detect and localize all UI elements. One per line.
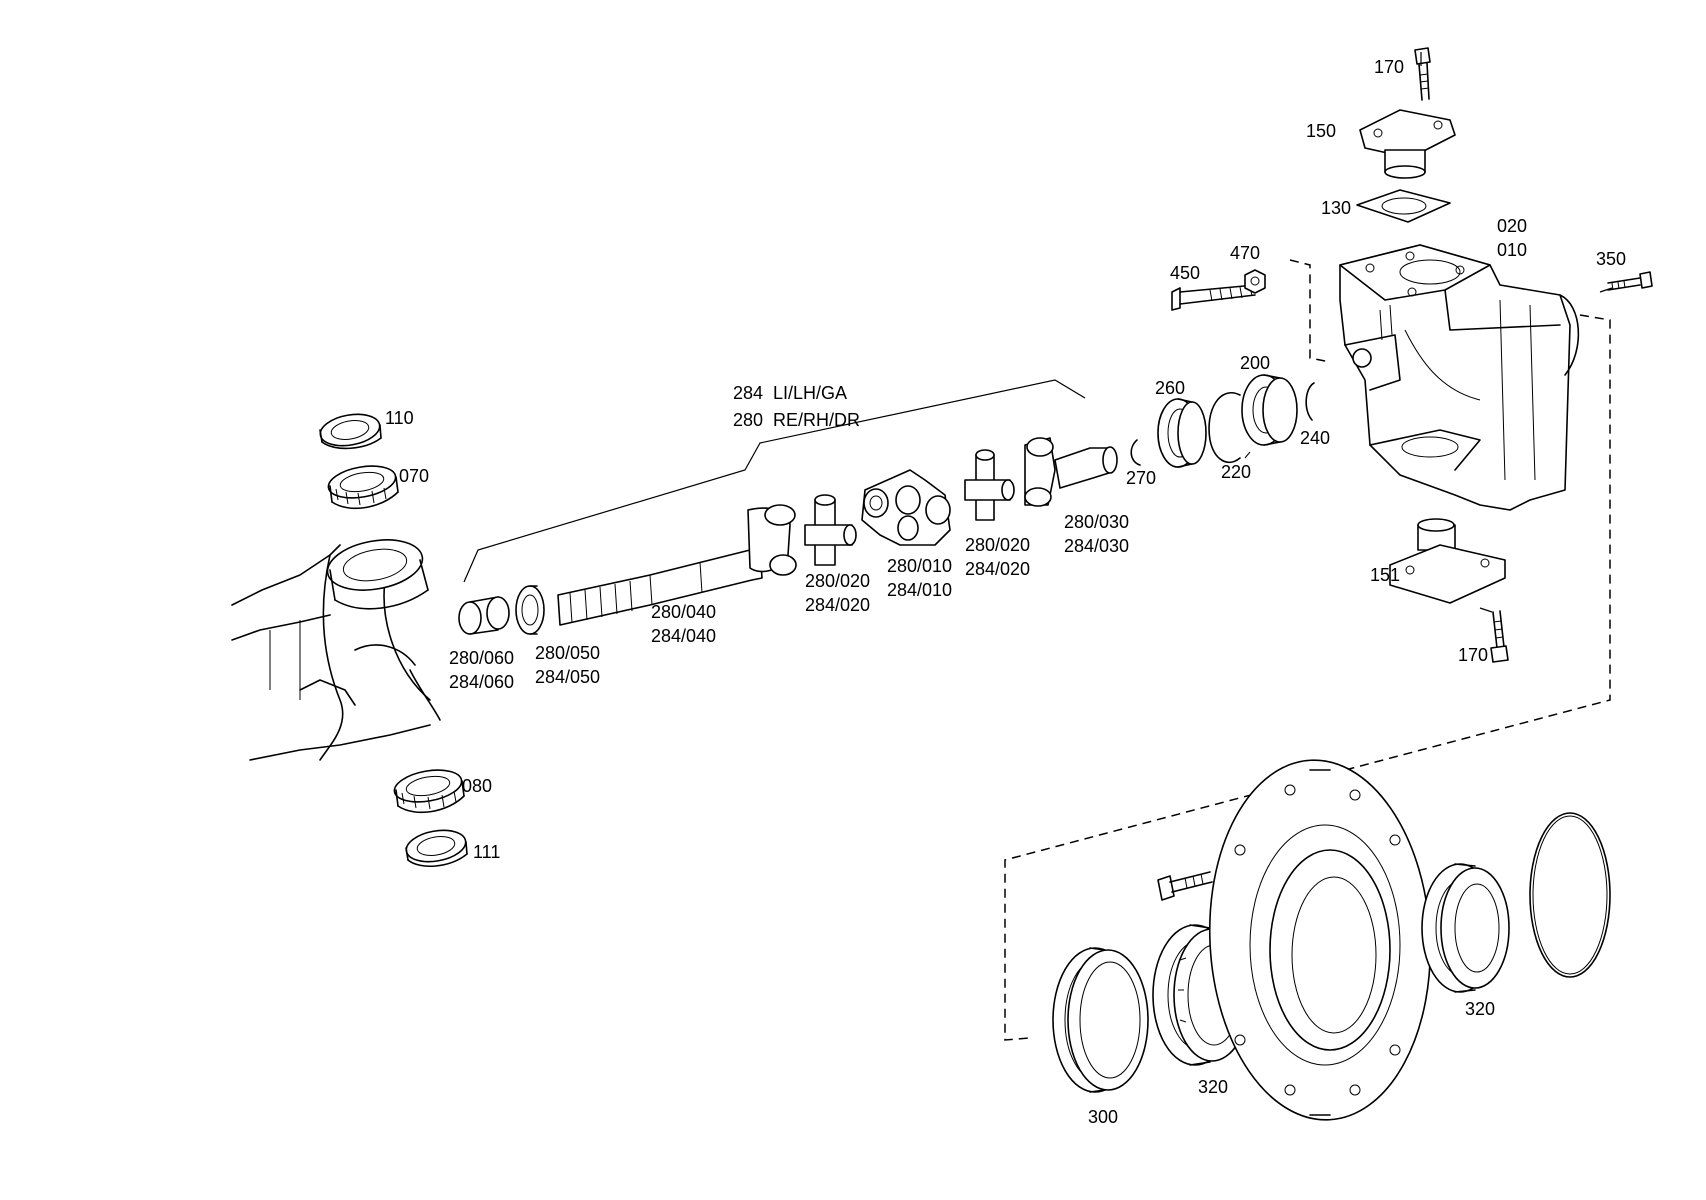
label-200: 200 <box>1240 353 1270 373</box>
label-151: 151 <box>1370 565 1400 585</box>
label-284-030: 284/030 <box>1064 536 1129 556</box>
label-280-010: 280/010 <box>887 556 952 576</box>
bearing-200 <box>1241 374 1298 446</box>
bearing-080 <box>393 769 465 814</box>
o-ring <box>1529 812 1611 978</box>
bearing-320-b <box>1421 863 1510 993</box>
label-450: 450 <box>1170 263 1200 283</box>
seal-280-050 <box>515 585 545 635</box>
cap-150 <box>1359 109 1456 179</box>
label-300: 300 <box>1088 1107 1118 1127</box>
label-280-020-b: 280/020 <box>965 535 1030 555</box>
cross-280-020-a <box>804 494 857 566</box>
label-270: 270 <box>1126 468 1156 488</box>
label-130: 130 <box>1321 198 1351 218</box>
knuckle-housing-010-020 <box>1339 244 1580 511</box>
label-220: 220 <box>1221 462 1251 482</box>
label-284-060: 284/060 <box>449 672 514 692</box>
callout-labels: 170 150 130 020 010 470 450 350 200 260 … <box>385 57 1626 1127</box>
snap-ring-270 <box>1130 439 1141 466</box>
label-020: 020 <box>1497 216 1527 236</box>
bolt-170-bottom <box>1490 610 1509 663</box>
label-280-060: 280/060 <box>449 648 514 668</box>
label-150: 150 <box>1306 121 1336 141</box>
snap-ring-240 <box>1305 382 1315 421</box>
bolt-450 <box>1171 284 1256 311</box>
label-010: 010 <box>1497 240 1527 260</box>
label-320-b: 320 <box>1465 999 1495 1019</box>
yoke-280-010 <box>861 469 951 546</box>
shaft-group-bracket <box>463 379 1086 583</box>
shaft-280-040 <box>557 504 797 626</box>
label-350: 350 <box>1596 249 1626 269</box>
seal-260 <box>1157 398 1207 468</box>
bolt-350 <box>1607 271 1653 291</box>
label-284-050: 284/050 <box>535 667 600 687</box>
label-240: 240 <box>1300 428 1330 448</box>
ring-110 <box>319 413 382 450</box>
hub-flange <box>1208 759 1432 1121</box>
stud-bolt <box>1157 871 1213 901</box>
label-111: 111 <box>473 842 500 862</box>
nut-470 <box>1244 269 1266 294</box>
label-470: 470 <box>1230 243 1260 263</box>
label-080: 080 <box>462 776 492 796</box>
label-280-030: 280/030 <box>1064 512 1129 532</box>
label-shaft-variant-right: 280 RE/RH/DR <box>733 410 860 430</box>
label-320-a: 320 <box>1198 1077 1228 1097</box>
label-280-050: 280/050 <box>535 643 600 663</box>
label-280-020-a: 280/020 <box>805 571 870 591</box>
seal-300 <box>1052 947 1149 1093</box>
bushing-280-060 <box>458 596 510 635</box>
stub-shaft-280-030 <box>1024 437 1118 507</box>
axle-housing <box>231 539 441 761</box>
label-170-top: 170 <box>1374 57 1404 77</box>
gasket-130 <box>1356 189 1451 223</box>
label-280-040: 280/040 <box>651 602 716 622</box>
cross-280-020-b <box>964 449 1015 521</box>
label-284-010: 284/010 <box>887 580 952 600</box>
label-070: 070 <box>399 466 429 486</box>
label-260: 260 <box>1155 378 1185 398</box>
bearing-070 <box>327 465 399 510</box>
label-284-040: 284/040 <box>651 626 716 646</box>
leader-lines <box>1420 52 1613 613</box>
label-284-020-a: 284/020 <box>805 595 870 615</box>
ring-111 <box>405 829 468 868</box>
label-shaft-variant-left: 284 LI/LH/GA <box>733 383 847 403</box>
label-170-bottom: 170 <box>1458 645 1488 665</box>
cap-151 <box>1389 518 1506 604</box>
label-110: 110 <box>385 408 414 428</box>
label-284-020-b: 284/020 <box>965 559 1030 579</box>
bolt-170-top <box>1414 47 1431 101</box>
